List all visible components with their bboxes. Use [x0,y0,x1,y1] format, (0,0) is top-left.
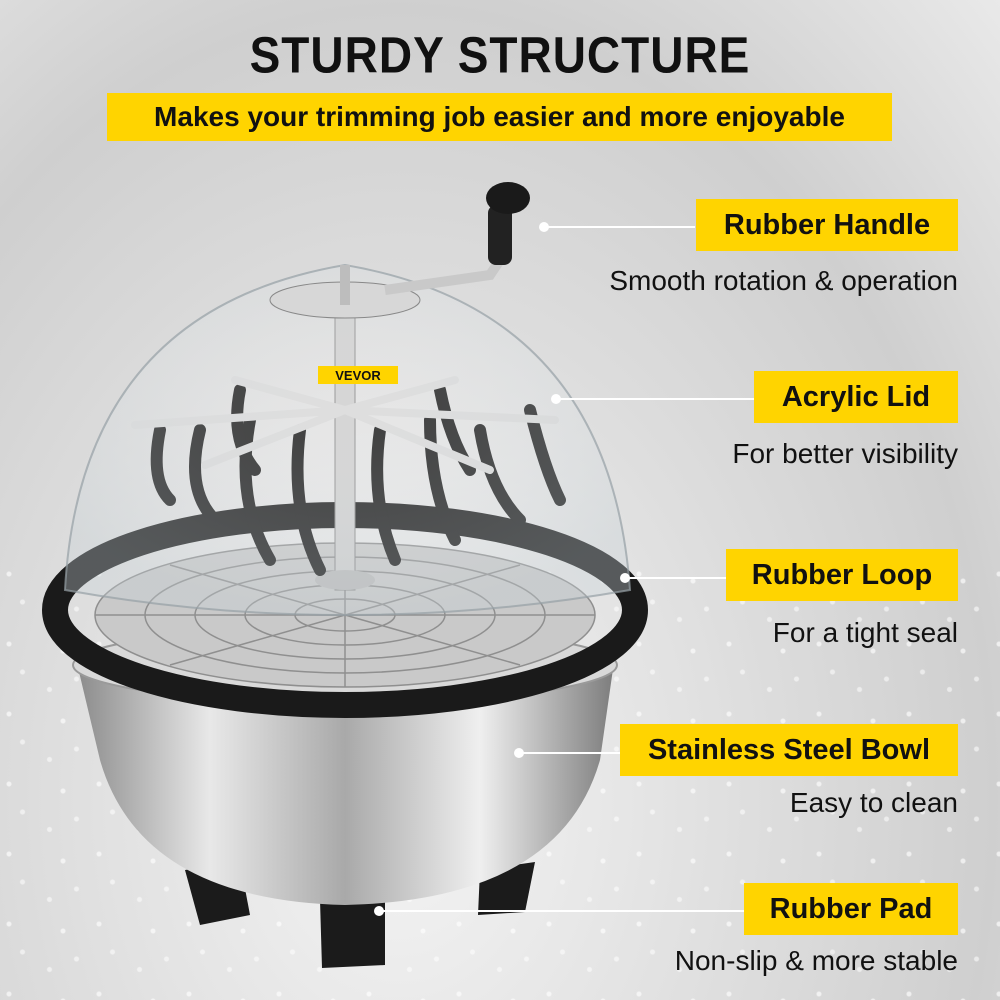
crank-arm [384,257,505,295]
leader-dot-loop [620,573,630,583]
feature-desc-rubber-handle: Smooth rotation & operation [609,265,958,296]
leader-dot-lid [551,394,561,404]
feature-label-rubber-pad: Rubber Pad [744,883,958,935]
leader-handle [545,226,695,228]
feature-label-acrylic-lid: Acrylic Lid [754,371,958,423]
leader-dot-handle [539,222,549,232]
brand-label: VEVOR [335,367,381,383]
subtitle-banner: Makes your trimming job easier and more … [107,93,892,141]
leader-pad [380,910,745,912]
feature-desc-acrylic-lid: For better visibility [732,438,958,469]
feature-desc-rubber-loop: For a tight seal [772,617,958,648]
rubber-handle [488,205,512,265]
feature-label-rubber-handle: Rubber Handle [696,199,958,251]
feature-label-stainless-steel-bowl: Stainless Steel Bowl [620,724,958,776]
feature-desc-rubber-pad: Non-slip & more stable [674,945,958,976]
brand-label-bg [318,366,398,384]
feature-label-rubber-loop: Rubber Loop [726,549,958,601]
leader-loop [626,577,726,579]
feature-desc-stainless-steel-bowl: Easy to clean [789,787,958,818]
leader-lid [557,398,755,400]
page-title: STURDY STRUCTURE [249,26,751,84]
leader-dot-bowl [514,748,524,758]
leader-bowl [520,752,620,754]
leader-dot-pad [374,906,384,916]
acrylic-lid [63,263,632,616]
